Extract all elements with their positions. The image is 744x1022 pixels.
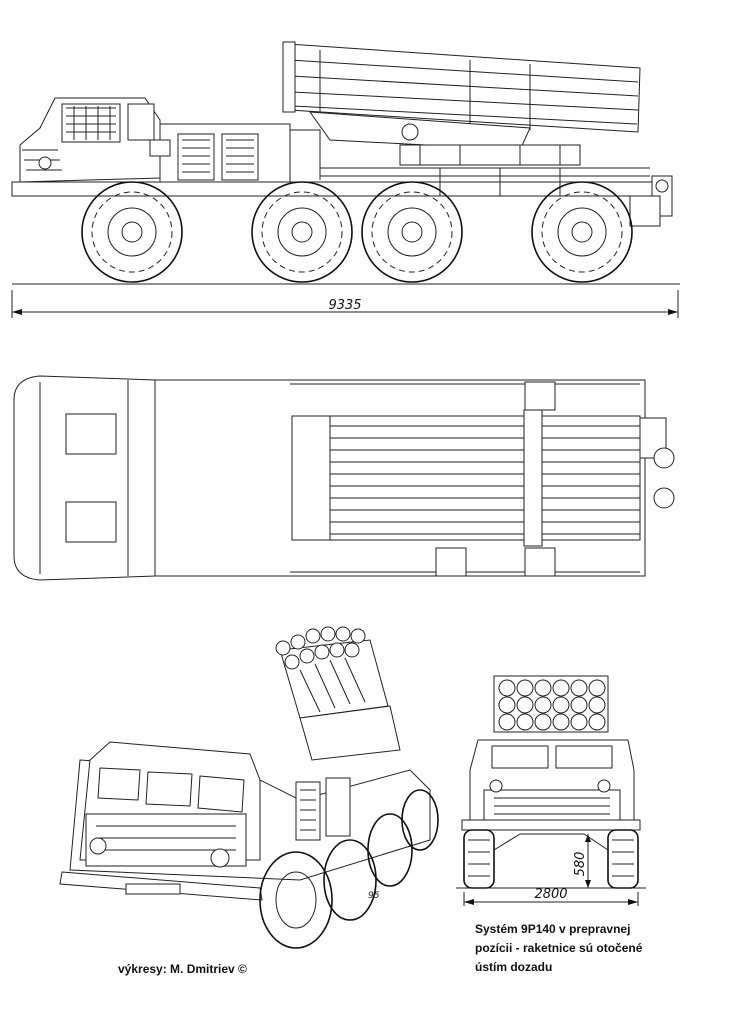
launcher-tubes-top [291, 409, 641, 547]
cab [19, 97, 161, 183]
caption-line: ústím dozadu [475, 960, 553, 974]
drawing-credit: výkresy: M. Dmitriev © [118, 962, 247, 976]
chassis-frame [11, 167, 673, 227]
width-dimension-label: 2800 [534, 887, 567, 902]
artist-signature: 95 [368, 891, 380, 901]
side-view: 9335 [11, 41, 680, 318]
perspective-wheels [259, 789, 439, 949]
caption-line: Systém 9P140 v prepravnej [475, 922, 631, 936]
top-view [13, 375, 675, 581]
height-dimension-label: 580 [573, 852, 588, 877]
width-dimension: 2800 [463, 887, 639, 906]
caption-block: Systém 9P140 v prepravnej pozícii - rake… [475, 920, 735, 977]
caption-line: pozícii - raketnice sú otočené [475, 941, 643, 955]
perspective-view: 95 [59, 626, 439, 949]
length-dimension: 9335 [11, 290, 679, 318]
wheel [361, 181, 463, 283]
side-wheels [81, 181, 633, 283]
wheel [81, 181, 183, 283]
engine-compartment [149, 123, 321, 187]
launcher-pack [282, 41, 641, 166]
height-dimension: 580 [573, 834, 591, 888]
length-dimension-label: 9335 [328, 298, 361, 313]
wheel [531, 181, 633, 283]
tube-grid [498, 679, 606, 731]
rear-view: 580 2800 [456, 675, 646, 906]
launcher-tubes-raised [275, 626, 401, 761]
wheel [251, 181, 353, 283]
